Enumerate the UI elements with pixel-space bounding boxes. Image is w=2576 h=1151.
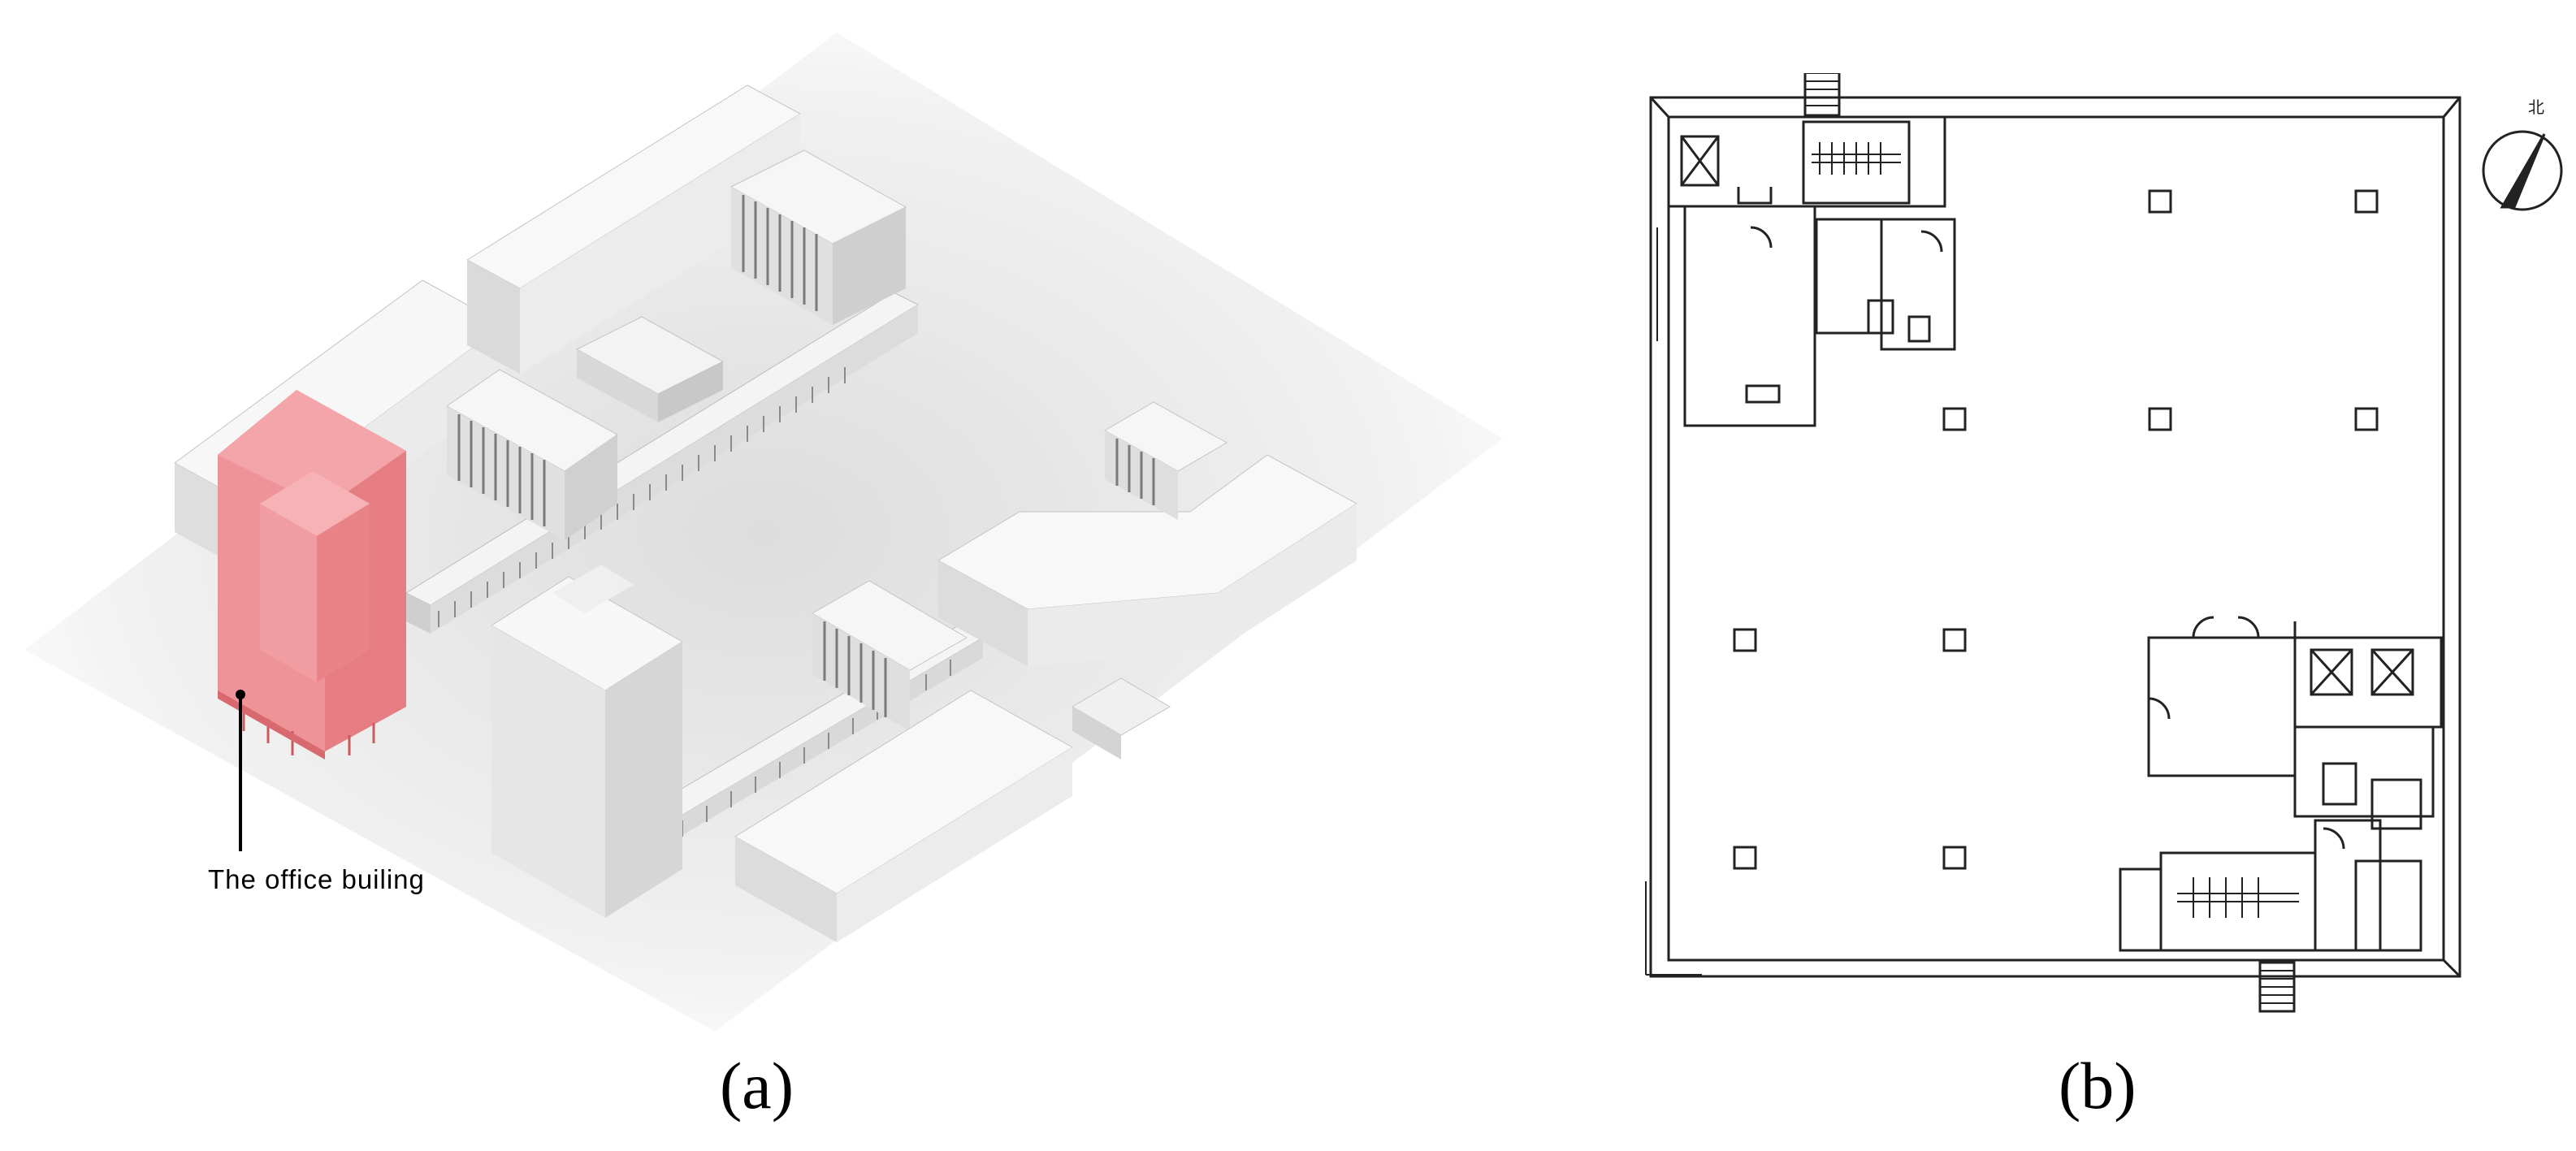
floor-plan — [1645, 73, 2563, 1013]
office-building-highlight — [218, 390, 406, 759]
north-arrow-icon — [2482, 130, 2563, 211]
lower-building-group — [491, 401, 1357, 942]
service-core-bottom-right — [2119, 616, 2443, 952]
structural-columns — [1733, 189, 2379, 870]
service-core-top-left — [1667, 115, 1956, 427]
caption-a: (a) — [720, 1049, 794, 1123]
axonometric-model-panel: The office builing — [24, 32, 1503, 1032]
top-stair — [1803, 73, 1841, 117]
wall-hatch — [1645, 227, 1702, 976]
floor-plan-panel: 北 — [1625, 73, 2576, 1040]
office-building-label: The office builing — [208, 864, 425, 894]
ground-shadow — [24, 32, 1503, 1032]
bottom-stair — [2258, 961, 2296, 1013]
caption-b: (b) — [2059, 1049, 2137, 1123]
axonometric-model — [24, 32, 1503, 1032]
outer-wall — [1649, 96, 2461, 978]
north-arrow-label: 北 — [2528, 97, 2544, 117]
inner-wall — [1667, 115, 2445, 962]
